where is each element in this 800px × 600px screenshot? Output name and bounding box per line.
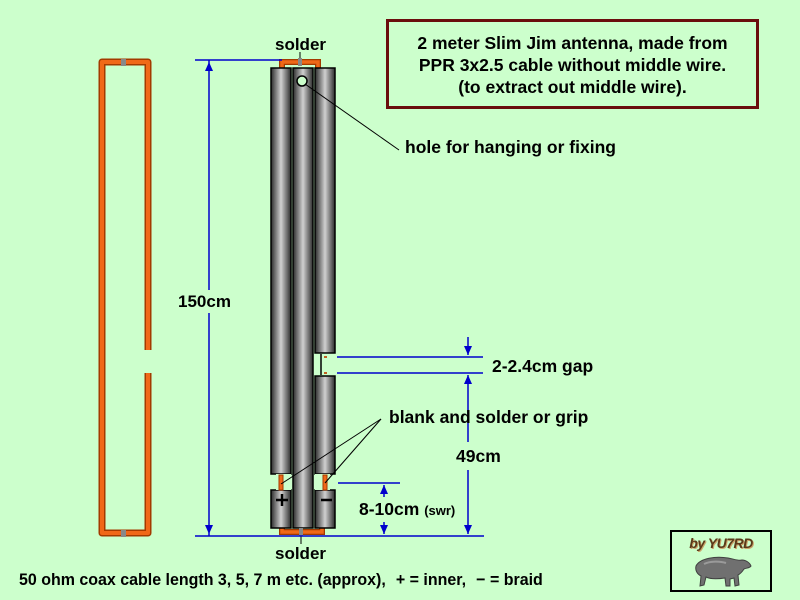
hole-leader bbox=[304, 83, 400, 151]
polar-bear-icon bbox=[695, 556, 752, 587]
solder-bottom-label: solder bbox=[275, 544, 327, 563]
footer-caption: 50 ohm coax cable length 3, 5, 7 m etc. … bbox=[19, 570, 543, 590]
footer-minus-desc: = braid bbox=[489, 570, 543, 589]
blank-leader-right bbox=[324, 418, 382, 484]
footer-plus-desc: = inner, bbox=[409, 570, 467, 589]
dimension-lines bbox=[195, 59, 484, 537]
feed-point-note: (swr) bbox=[424, 503, 456, 518]
plus-terminal-mark bbox=[276, 494, 288, 506]
title-line-2: PPR 3x2.5 cable without middle wire. bbox=[418, 55, 727, 75]
title-box: 2 meter Slim Jim antenna, made from PPR … bbox=[386, 19, 759, 109]
gap-notch bbox=[321, 354, 335, 375]
footer-plus: + bbox=[395, 570, 406, 589]
top-junction-mark bbox=[121, 59, 126, 66]
gap-label: 2-2.4cm gap bbox=[492, 356, 594, 376]
wire-loop-schematic bbox=[98, 58, 152, 537]
footer-minus: − bbox=[476, 570, 486, 589]
author-badge: by YU7RD bbox=[670, 530, 772, 592]
feed-point-label: 8-10cm (swr) bbox=[359, 499, 456, 519]
footer-text: 50 ohm coax cable length 3, 5, 7 m etc. … bbox=[19, 570, 386, 589]
blank-leader-left bbox=[280, 418, 382, 485]
hole-label: hole for hanging or fixing bbox=[405, 137, 616, 157]
ppr-cable bbox=[270, 52, 336, 544]
solder-top-label: solder bbox=[275, 35, 327, 54]
feed-point-value: 8-10cm bbox=[359, 499, 420, 519]
total-length-label: 150cm bbox=[178, 292, 231, 311]
title-line-3: (to extract out middle wire). bbox=[458, 77, 687, 97]
upper-section-label: 49cm bbox=[456, 446, 501, 466]
author-text: by YU7RD bbox=[689, 535, 753, 551]
hanging-hole bbox=[296, 75, 308, 87]
bottom-junction-mark bbox=[121, 530, 126, 537]
blank-solder-label: blank and solder or grip bbox=[389, 407, 589, 427]
title-line-1: 2 meter Slim Jim antenna, made from bbox=[417, 33, 728, 53]
